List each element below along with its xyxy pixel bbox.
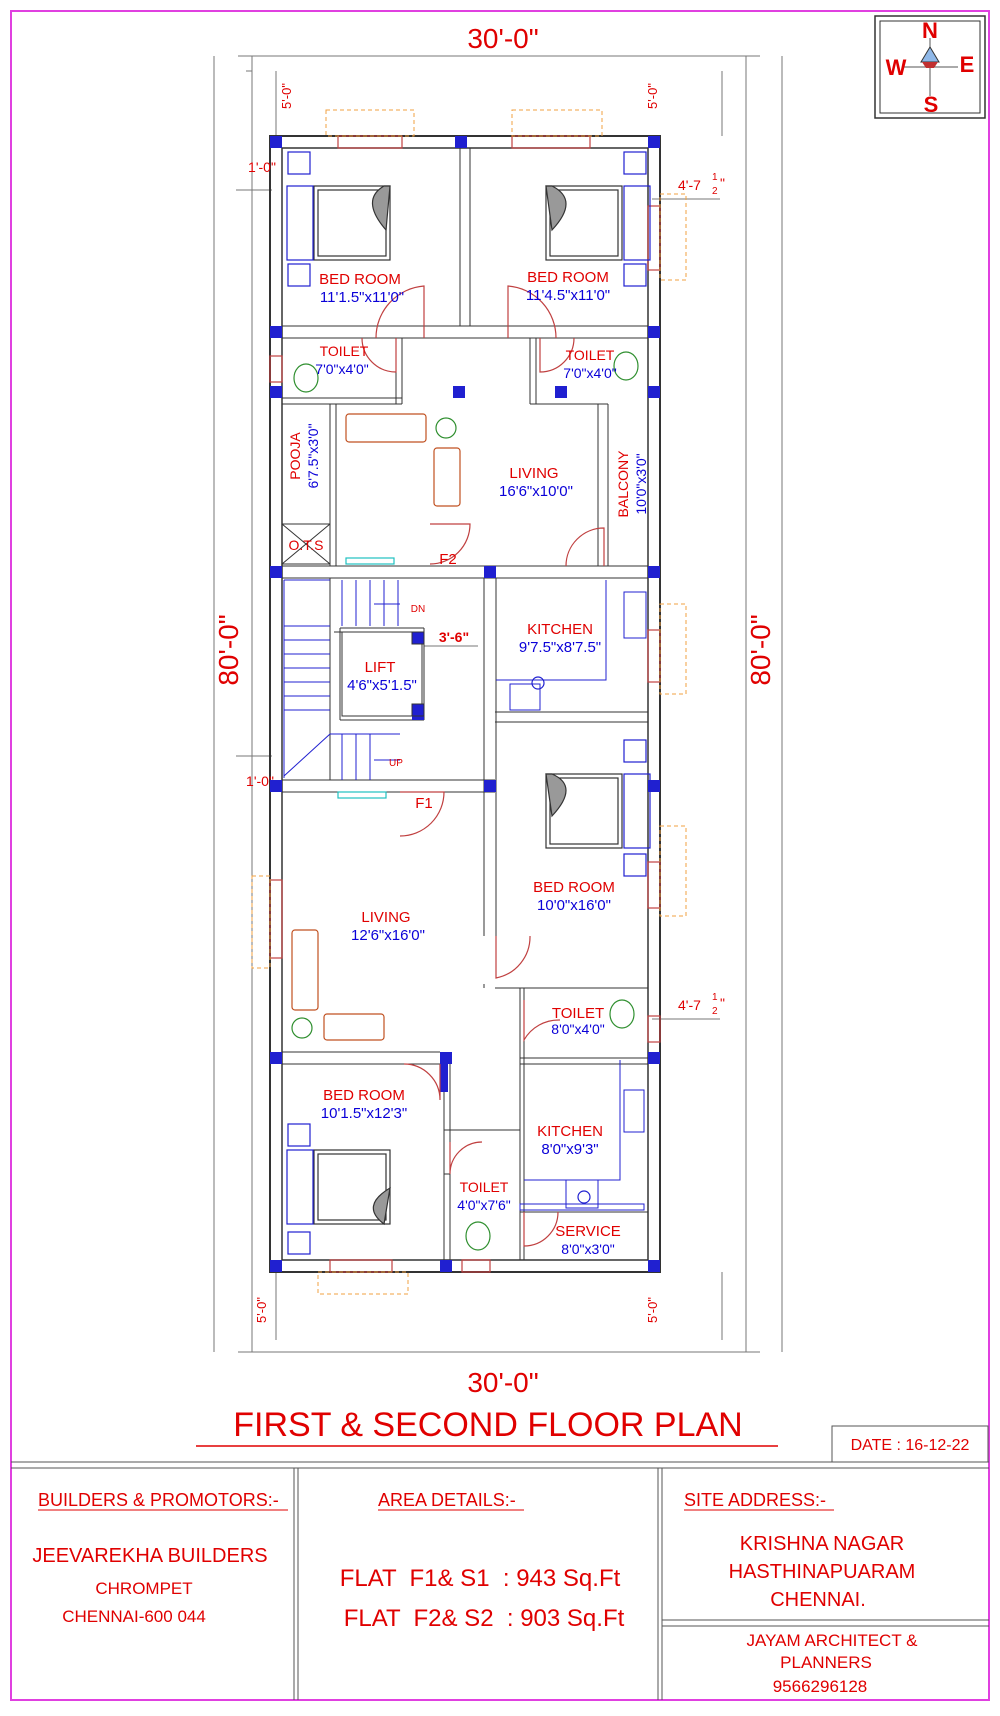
compass-s: S (924, 92, 939, 117)
furniture (291, 351, 639, 1251)
dim-lift-gap: 3'-6" (439, 629, 469, 645)
label-toilet1: TOILET (320, 343, 369, 359)
size-lift: 4'6"x5'1.5" (347, 677, 417, 694)
size-toilet1: 7'0"x4'0" (315, 361, 368, 377)
svg-text:1: 1 (712, 172, 718, 183)
dim-side-right-bottom: 4'-7 1 2 " (678, 992, 725, 1017)
label-bed4: BED ROOM (323, 1087, 405, 1104)
architect-line1: JAYAM ARCHITECT & (747, 1631, 919, 1650)
size-bed2: 11'4.5"x11'0" (526, 287, 610, 304)
svg-text:4'-7: 4'-7 (678, 997, 701, 1013)
dim-side-left-mid: 1'-0" (246, 773, 274, 789)
architect-phone: 9566296128 (773, 1677, 868, 1696)
size-toilet3: 8'0"x4'0" (551, 1021, 604, 1037)
dim-setback-tl: 5'-0" (279, 83, 294, 109)
structural-columns (270, 136, 660, 1272)
compass: N S W E (874, 15, 986, 119)
size-bed4: 10'1.5"x12'3" (321, 1105, 407, 1122)
label-toilet4: TOILET (460, 1179, 509, 1195)
label-kitchen2: KITCHEN (537, 1123, 603, 1140)
size-toilet4: 4'0"x7'6" (457, 1197, 510, 1213)
compass-e: E (960, 52, 975, 77)
size-balcony: 10'0"x3'0" (633, 453, 649, 514)
label-bed2: BED ROOM (527, 269, 609, 286)
label-toilet2: TOILET (566, 347, 615, 363)
label-toilet3: TOILET (552, 1005, 604, 1022)
architect-line2: PLANNERS (780, 1653, 872, 1672)
plan-title: FIRST & SECOND FLOOR PLAN (233, 1406, 742, 1444)
svg-text:": " (720, 995, 725, 1011)
site-line2: HASTHINAPUARAM (729, 1561, 916, 1583)
dim-width-bottom: 30'-0" (467, 1367, 538, 1398)
ots-box (281, 523, 331, 565)
area-heading: AREA DETAILS:- (378, 1490, 516, 1510)
svg-text:1: 1 (712, 992, 718, 1003)
builders-name: JEEVAREKHA BUILDERS (32, 1545, 267, 1567)
date-text: DATE : 16-12-22 (851, 1437, 970, 1454)
size-service: 8'0"x3'0" (561, 1241, 614, 1257)
size-toilet2: 7'0"x4'0" (563, 365, 616, 381)
label-lift: LIFT (365, 659, 396, 676)
dim-setback-br: 5'-0" (645, 1297, 660, 1323)
size-kitchen1: 9'7.5"x8'7.5" (519, 639, 601, 656)
builders-heading: BUILDERS & PROMOTORS:- (38, 1490, 279, 1510)
size-kitchen2: 8'0"x9'3" (541, 1141, 598, 1158)
sheet-border (10, 10, 990, 1701)
dim-length-left: 80'-0" (213, 614, 244, 685)
marker-f1: F1 (415, 795, 433, 812)
room-labels: BED ROOM 11'1.5"x11'0" BED ROOM 11'4.5"x… (287, 269, 649, 1257)
lift-shaft (341, 631, 425, 717)
label-bed1: BED ROOM (319, 271, 401, 288)
doors (361, 285, 605, 1247)
label-bed3: BED ROOM (533, 879, 615, 896)
marker-dn: DN (411, 604, 425, 615)
site-line3: CHENNAI. (770, 1589, 866, 1611)
svg-text:4'-7: 4'-7 (678, 177, 701, 193)
area-flat2: FLAT F2& S2 : 903 Sq.Ft (344, 1605, 625, 1632)
label-service: SERVICE (555, 1223, 621, 1240)
builders-line2: CHENNAI-600 044 (62, 1607, 206, 1626)
marker-f2: F2 (439, 551, 457, 568)
size-bed3: 10'0"x16'0" (537, 897, 611, 914)
projections (251, 109, 687, 1295)
svg-text:2: 2 (712, 1006, 718, 1017)
builders-line1: CHROMPET (95, 1579, 192, 1598)
label-living1: LIVING (509, 465, 558, 482)
label-living2: LIVING (361, 909, 410, 926)
dim-width-top: 30'-0" (467, 23, 538, 54)
site-line1: KRISHNA NAGAR (740, 1533, 904, 1555)
marker-up: UP (389, 758, 403, 769)
dim-setback-tr: 5'-0" (645, 83, 660, 109)
dim-side-left-top: 1'-0" (248, 159, 276, 175)
dimension-lines (213, 55, 783, 1353)
dim-length-right: 80'-0" (745, 614, 776, 685)
beds (286, 151, 651, 1255)
size-living1: 16'6"x10'0" (499, 483, 573, 500)
svg-text:2: 2 (712, 186, 718, 197)
label-pooja: POOJA (287, 432, 303, 480)
label-balcony: BALCONY (615, 450, 631, 518)
size-pooja: 6'7.5"x3'0" (305, 423, 321, 488)
compass-w: W (886, 55, 907, 80)
title-block (11, 1461, 989, 1700)
size-bed1: 11'1.5"x11'0" (320, 289, 404, 306)
dim-side-right-top: 4'-7 1 2 " (678, 172, 725, 197)
label-ots: O.T.S (288, 537, 323, 553)
label-kitchen1: KITCHEN (527, 621, 593, 638)
svg-text:": " (720, 175, 725, 191)
area-flat1: FLAT F1& S1 : 943 Sq.Ft (340, 1565, 621, 1592)
compass-n: N (922, 18, 938, 43)
size-living2: 12'6"x16'0" (351, 927, 425, 944)
site-heading: SITE ADDRESS:- (684, 1490, 826, 1510)
staircase (283, 579, 400, 780)
dim-setback-bl: 5'-0" (254, 1297, 269, 1323)
